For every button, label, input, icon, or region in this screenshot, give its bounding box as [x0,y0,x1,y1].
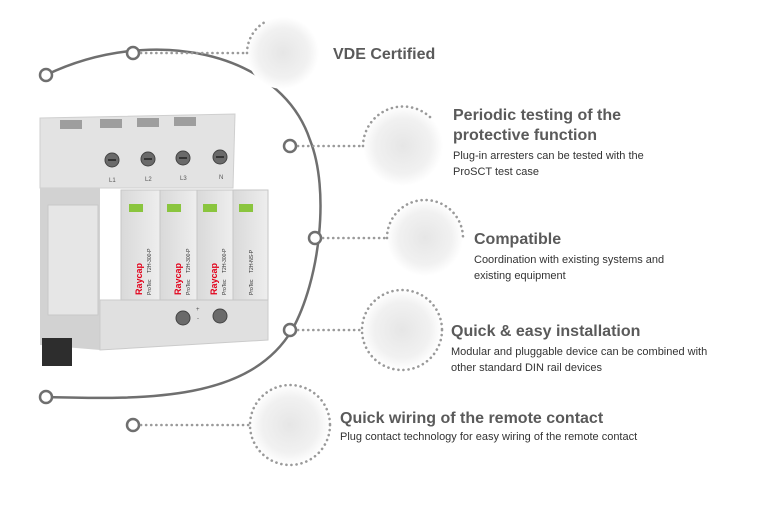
feature-node-3 [307,230,323,246]
module-brand-3: Raycap [209,262,219,295]
module-model-1: T2H-300-P [147,248,153,273]
module-model-3: T2H-300-P [222,248,228,273]
screw-terminal-bottom-2 [212,308,228,324]
feature-compatible: Compatible Coordination with existing sy… [474,230,694,284]
feature-description: Plug contact technology for easy wiring … [340,431,638,443]
module-series-2: ProTec [186,279,192,295]
feature-title: Periodic testing of the protective funct… [453,107,622,144]
connector-arc [45,48,322,400]
terminal-label-l3: L3 [180,176,187,182]
terminal-label-minus: - [197,316,199,322]
compatible-icon [387,200,463,276]
wiring-icon [250,385,330,465]
arc-end-node-top [38,67,54,83]
feature-node-2 [282,138,298,154]
feature-periodic-testing: Periodic testing of the protective funct… [453,106,673,180]
feature-title: Compatible [474,231,562,248]
dotted-ring-5 [248,383,332,467]
feature-quick-installation: Quick & easy installation Modular and pl… [451,322,751,376]
feature-title: Quick & easy installation [451,323,641,340]
feature-title: Quick wiring of the remote contact [340,410,604,427]
test-icon [363,106,443,186]
module-brand-2: Raycap [173,262,183,295]
feature-description: Modular and pluggable device can be comb… [451,346,708,374]
feature-vde-certified: VDE Certified [333,45,533,65]
module-model-2: T2H-300-P [186,248,192,273]
arrester-module-1: Raycap ProTec T2H-300-P [120,189,161,301]
feature-node-4 [282,322,298,338]
terminal-label-n: N [219,175,223,181]
module-model-4: T2H-NS-P [249,249,255,273]
dotted-ring-3 [385,198,465,240]
feature-title: VDE Certified [333,46,436,63]
terminal-label-l1: L1 [109,178,116,184]
screw-terminal-bottom-1 [175,310,191,326]
surge-protection-device: L1 L2 L3 N + - Raycap ProTec T2H-300-P [39,113,269,366]
feature-node-5 [125,417,141,433]
feature-description: Coordination with existing systems and e… [474,254,665,282]
module-brand-1: Raycap [134,262,144,295]
module-series-4: ProTec [249,279,255,295]
terminal-label-plus: + [196,307,200,313]
feature-node-1 [125,45,141,61]
terminal-label-l2: L2 [145,177,152,183]
installation-icon [362,290,442,370]
module-series-1: ProTec [147,279,153,295]
arrester-module-3: Raycap ProTec T2H-300-P [196,189,234,301]
module-series-3: ProTec [222,279,228,295]
feature-remote-contact: Quick wiring of the remote contact Plug … [340,409,760,445]
din-rail-clip [42,338,72,366]
arrester-module-4: ProTec T2H-NS-P [232,189,269,301]
arc-end-node-bottom [38,389,54,405]
dotted-ring-2 [361,105,432,148]
arrester-module-2: Raycap ProTec T2H-300-P [159,189,198,301]
certificate-icon [247,17,319,89]
dotted-ring-4 [360,288,444,372]
feature-description: Plug-in arresters can be tested with the… [453,150,644,178]
